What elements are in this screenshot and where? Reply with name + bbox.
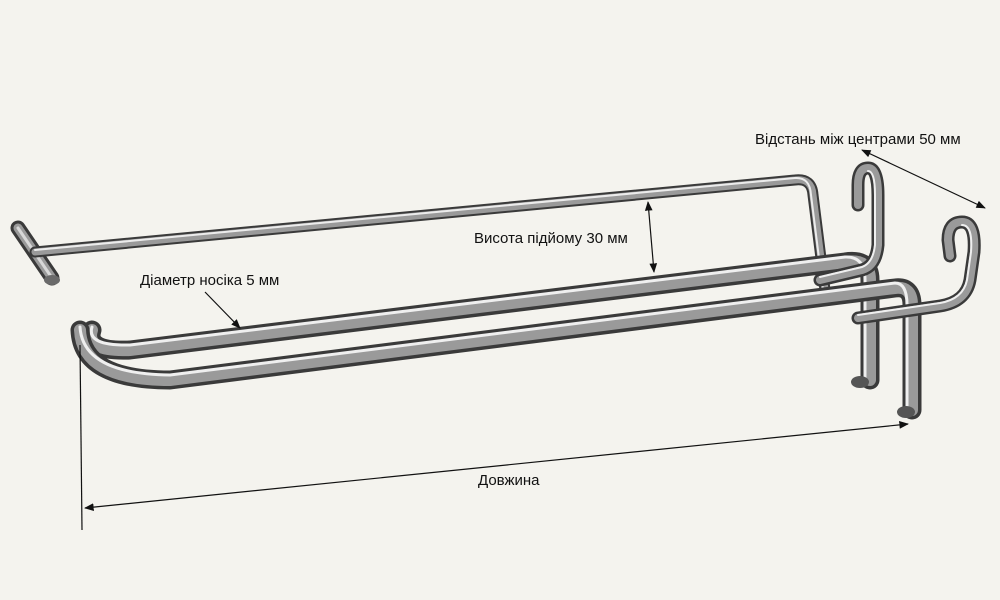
- length-label: Довжина: [478, 472, 540, 489]
- length-extension-line: [79, 344, 83, 531]
- tip-diameter-label: Діаметр носіка 5 мм: [140, 272, 280, 289]
- length-dimension-arrow: [84, 421, 909, 511]
- center-distance-label: Відстань між центрами 50 мм: [755, 131, 961, 148]
- front-hook: [70, 215, 981, 420]
- lift-height-arrow: [644, 201, 658, 273]
- lift-height-label: Висота підйому 30 мм: [474, 230, 628, 247]
- tip-diameter-leader: [204, 291, 241, 329]
- dimension-lines: [79, 149, 986, 531]
- upper-rod: [10, 174, 831, 296]
- center-distance-arrow: [861, 149, 986, 209]
